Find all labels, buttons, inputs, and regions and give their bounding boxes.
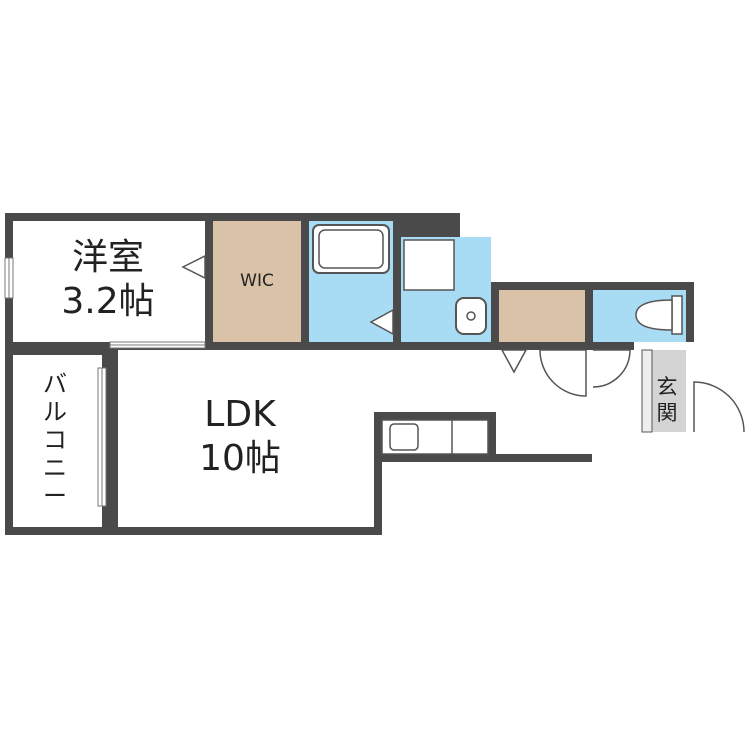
balcony-floor: [13, 355, 102, 527]
doors: [181, 254, 745, 433]
bath-door-triangle: [369, 308, 394, 336]
western-room-size: 3.2帖: [61, 281, 155, 322]
sink-basin: [455, 297, 487, 335]
washer-space: [403, 239, 455, 291]
wic-floor: [213, 221, 301, 342]
washroom-door-triangle: [500, 349, 528, 374]
balcony-label: バルコニー: [43, 370, 67, 510]
toilet-tank: [671, 295, 683, 335]
toilet-door-swing: [592, 349, 631, 388]
ldk-floor: [118, 350, 586, 527]
toilet-bowl: [635, 299, 673, 331]
closet-floor: [499, 290, 585, 342]
entrance-door-swing: [693, 381, 745, 433]
wic-label: WIC: [240, 271, 274, 291]
western-door-triangle: [181, 254, 206, 280]
bathtub: [312, 224, 390, 274]
ldk-name: LDK: [204, 394, 276, 435]
entrance-label: 玄関: [656, 375, 678, 425]
windows: [4, 257, 206, 507]
western-room-name: 洋室: [71, 237, 144, 278]
hall-door-swing: [539, 349, 587, 397]
kitchen-sink: [389, 423, 419, 451]
shoe-cabinet: [641, 349, 653, 433]
bathtub-inner: [318, 229, 384, 269]
sink-drain: [466, 311, 476, 321]
fixtures: [312, 224, 683, 455]
western-room-floor: [13, 221, 205, 342]
ldk-size: 10帖: [199, 438, 281, 479]
